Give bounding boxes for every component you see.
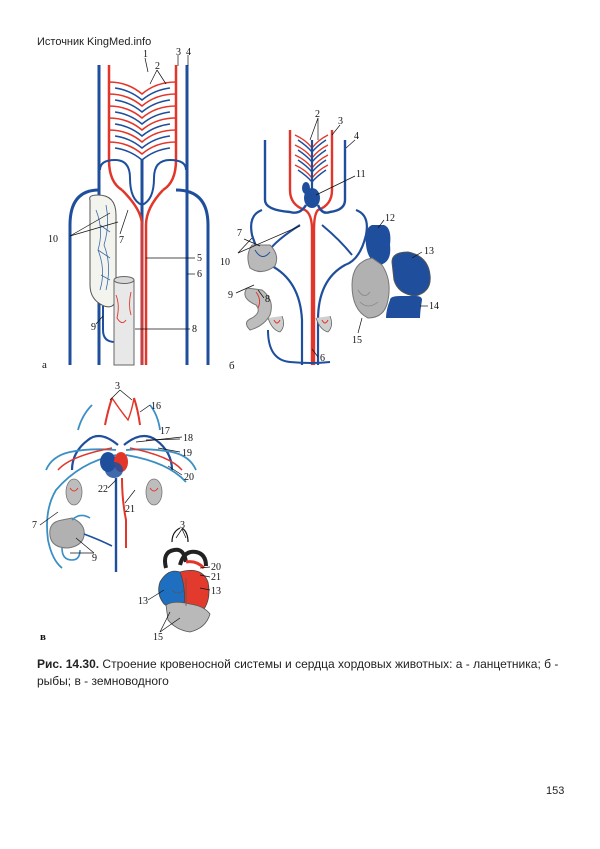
label-v-3: 3: [115, 381, 120, 392]
label-v-heart-13-left: 13: [138, 596, 148, 607]
label-a-10: 10: [48, 234, 58, 245]
panel-a-lancelet: 1 2 3 4 5 6 7 8 9 10 а: [42, 47, 208, 371]
label-a-5: 5: [197, 253, 202, 264]
label-a-1: 1: [143, 49, 148, 60]
label-b-14: 14: [429, 301, 439, 312]
label-v-20: 20: [184, 472, 194, 483]
label-v-22: 22: [98, 484, 108, 495]
panel-v-amphibian: 3 16 17 18 19 20 21 22 7 9: [32, 381, 221, 643]
label-v-heart-13-right: 13: [211, 586, 221, 597]
label-v-16: 16: [151, 401, 161, 412]
panel-b-letter: б: [229, 360, 235, 372]
label-b-2: 2: [315, 109, 320, 120]
label-b-7: 7: [237, 228, 242, 239]
label-b-6: 6: [320, 353, 325, 364]
label-v-19: 19: [182, 448, 192, 459]
label-v-7: 7: [32, 520, 37, 531]
label-a-7: 7: [119, 235, 124, 246]
figure-caption-text: Строение кровеносной системы и сердца хо…: [37, 657, 558, 688]
label-v-heart-21: 21: [211, 572, 221, 583]
label-v-18: 18: [183, 433, 193, 444]
label-a-2: 2: [155, 61, 160, 72]
panel-a-letter: а: [42, 359, 47, 371]
amphibian-heart: [148, 528, 210, 632]
label-b-10: 10: [220, 257, 230, 268]
label-v-17: 17: [160, 426, 170, 437]
label-v-21: 21: [125, 504, 135, 515]
label-b-8: 8: [265, 294, 270, 305]
label-b-11: 11: [356, 169, 366, 180]
label-a-6: 6: [197, 269, 202, 280]
label-b-13: 13: [424, 246, 434, 257]
label-b-9: 9: [228, 290, 233, 301]
label-a-4: 4: [186, 47, 191, 58]
label-b-15: 15: [352, 335, 362, 346]
label-b-4: 4: [354, 131, 359, 142]
figure-caption: Рис. 14.30. Строение кровеносной системы…: [37, 656, 567, 690]
figure-label: Рис. 14.30.: [37, 657, 99, 671]
page-number: 153: [546, 785, 564, 797]
label-v-9: 9: [92, 553, 97, 564]
label-b-12: 12: [385, 213, 395, 224]
label-a-3: 3: [176, 47, 181, 58]
panel-v-letter: в: [40, 631, 46, 643]
label-b-3: 3: [338, 116, 343, 127]
panel-b-fish: 2 3 4 6 7 8 9 10 11 12 13 14 15 б: [220, 109, 439, 372]
label-a-8: 8: [192, 324, 197, 335]
label-v-heart-3: 3: [180, 520, 185, 531]
label-a-9: 9: [91, 322, 96, 333]
label-v-heart-15: 15: [153, 632, 163, 643]
